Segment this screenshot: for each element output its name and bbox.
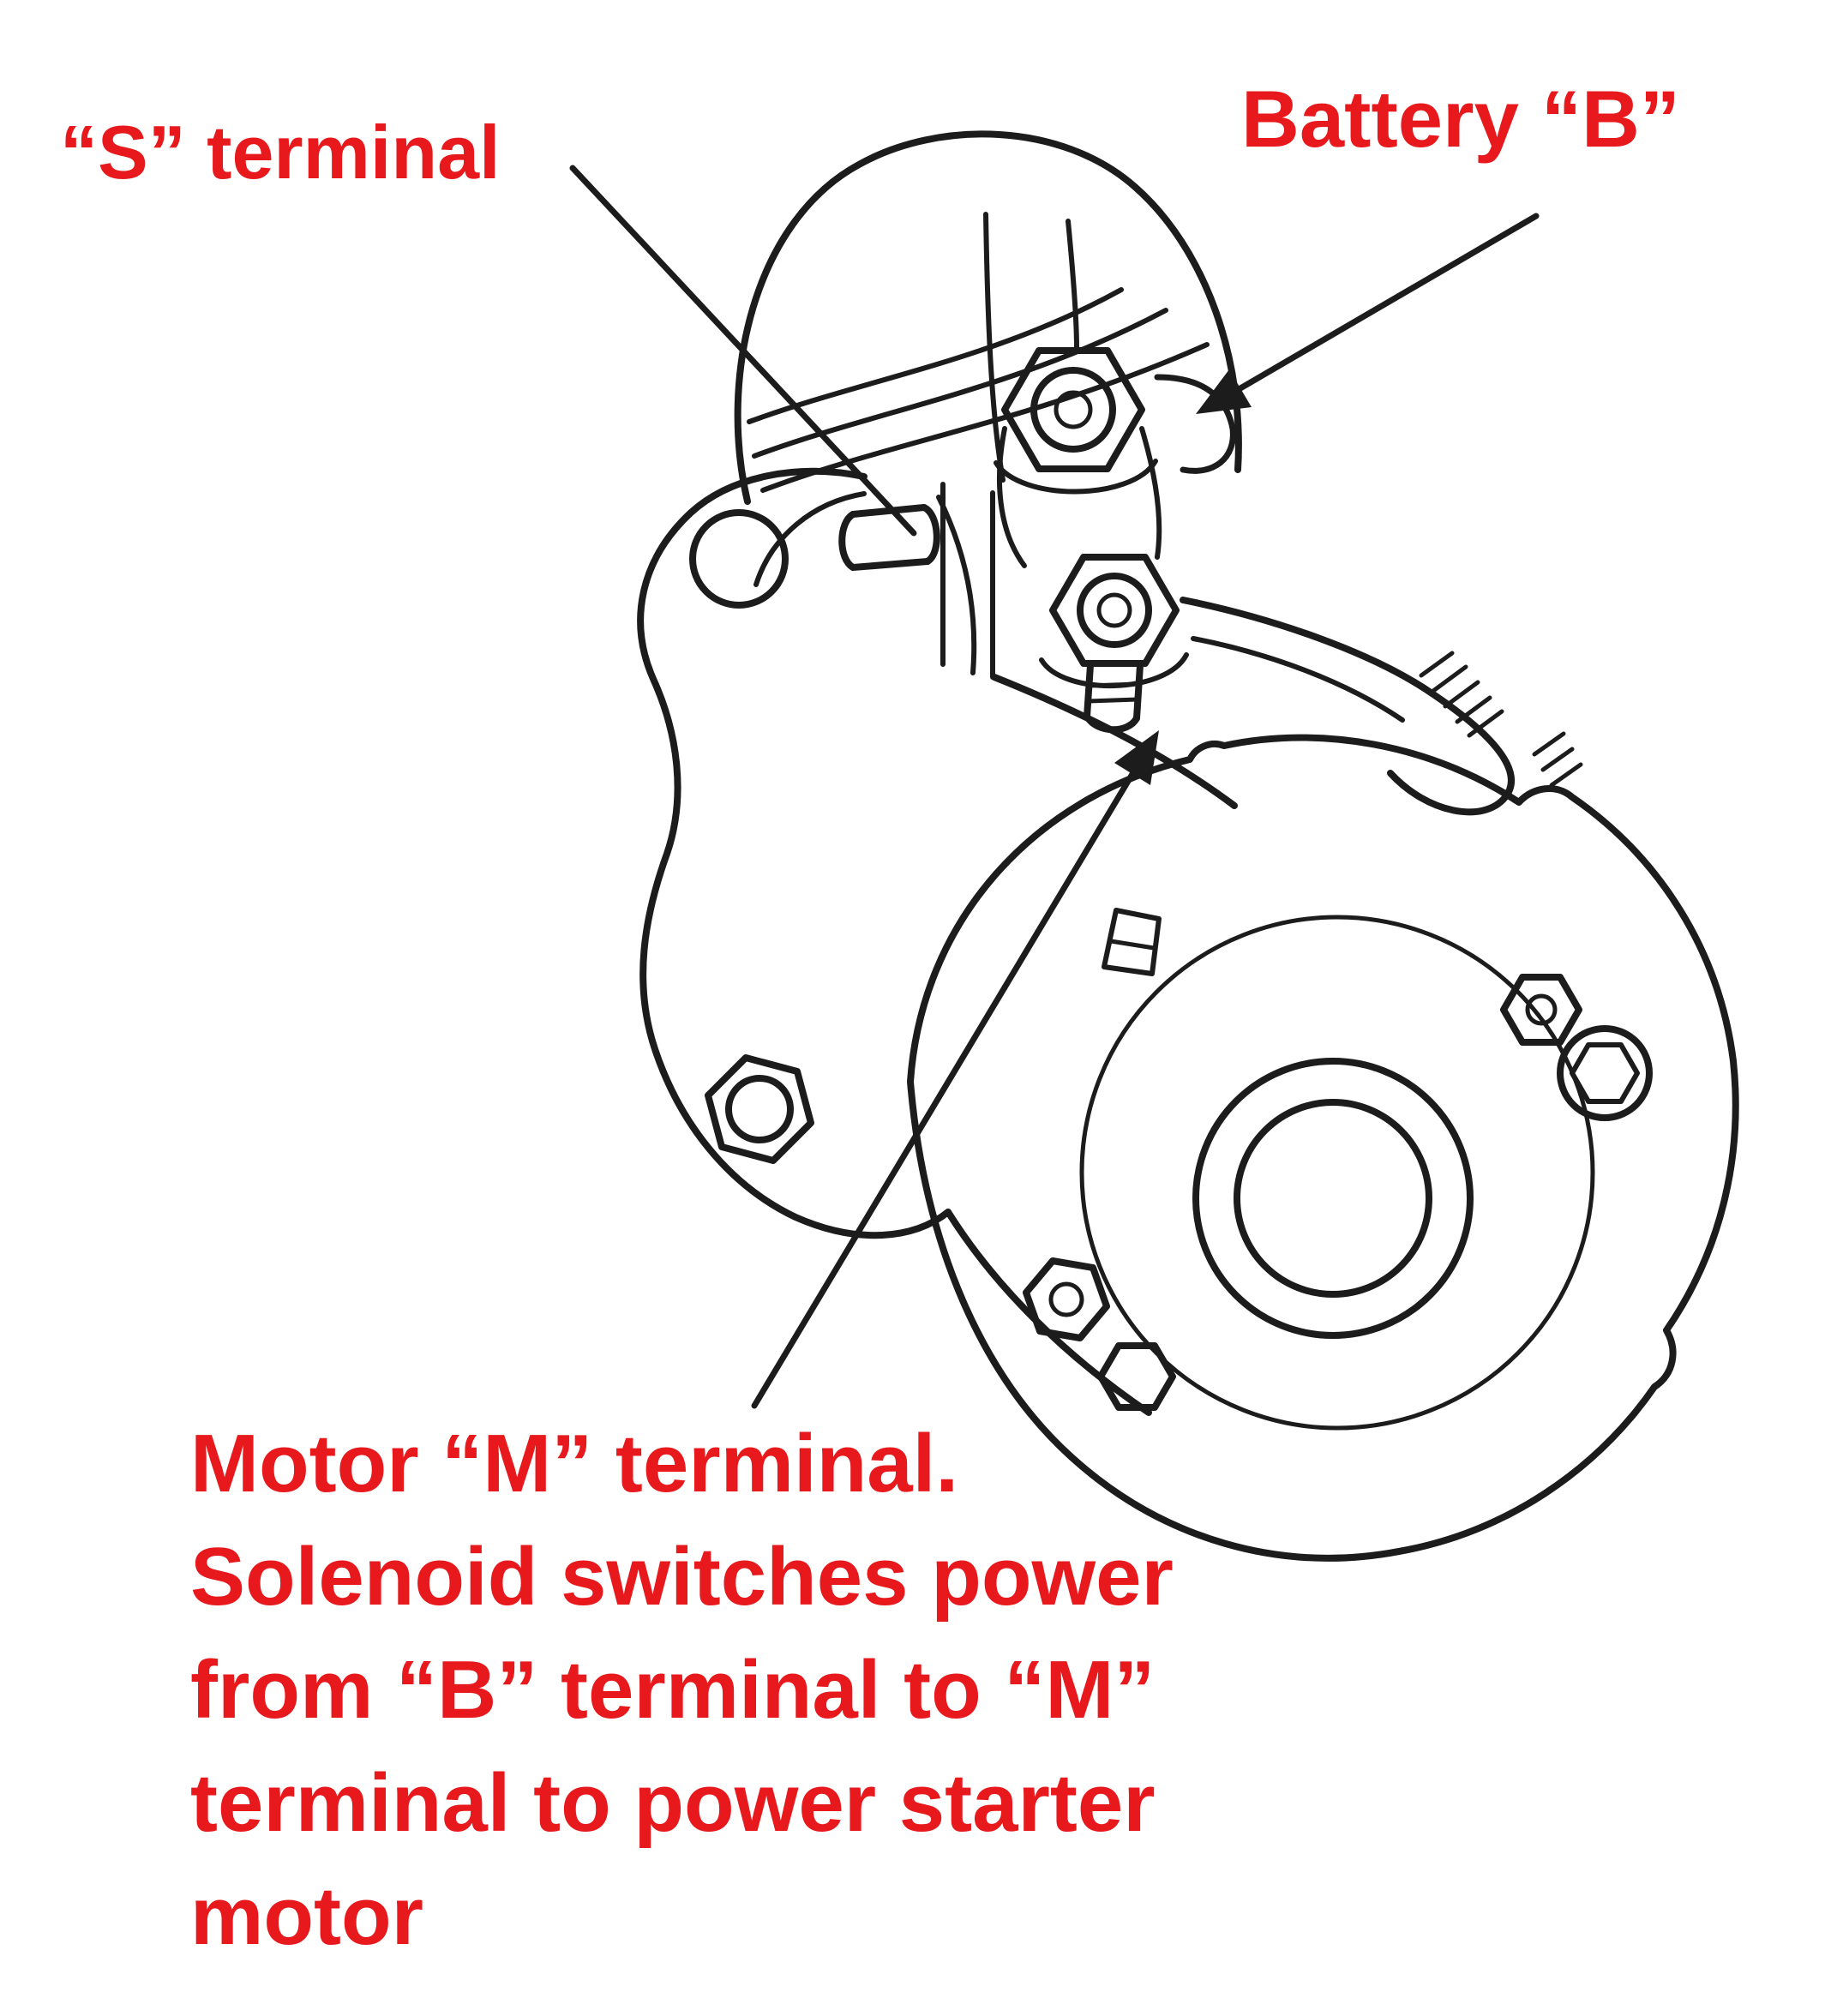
arrowhead-motor-m xyxy=(1114,730,1159,785)
arrowhead-battery-b xyxy=(1196,369,1252,414)
leader-line-motor-m xyxy=(751,771,1136,1409)
solenoid-cap xyxy=(734,130,1242,505)
label-s-terminal: “S” terminal xyxy=(60,110,501,195)
terminal-bracket xyxy=(940,374,1236,680)
leader-line-s-terminal xyxy=(569,165,917,537)
leader-lines xyxy=(569,165,1540,1409)
wiring-strap xyxy=(1180,597,1583,816)
leader-line-battery-b xyxy=(1237,213,1540,392)
label-battery-b: Battery “B” xyxy=(1241,74,1680,164)
label-motor-m-terminal: Motor “M” terminal. Solenoid switches po… xyxy=(190,1418,1174,1962)
mounting-flange xyxy=(637,467,952,1239)
end-cap xyxy=(907,734,1739,1562)
motor-m-terminal xyxy=(1039,554,1189,734)
battery-b-terminal xyxy=(994,347,1158,495)
s-terminal-stud xyxy=(838,504,940,571)
